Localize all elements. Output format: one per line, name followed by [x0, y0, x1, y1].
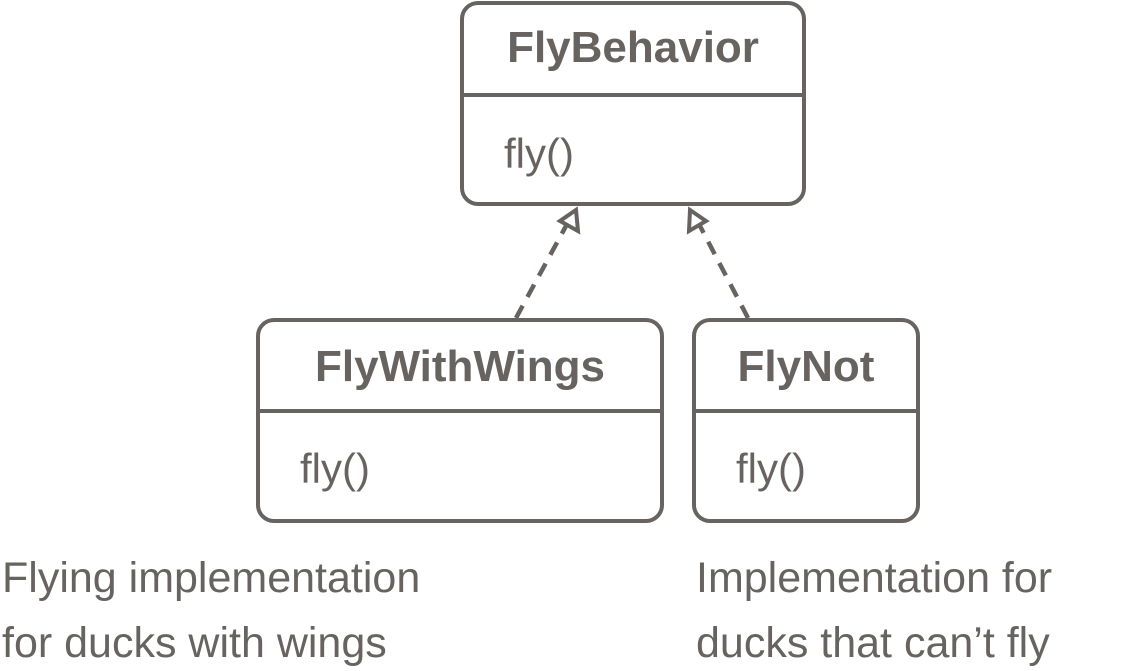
note-line: Flying implementation	[2, 554, 420, 602]
realization-arrow-flywithwings	[514, 206, 581, 320]
class-method: fly()	[504, 130, 574, 177]
note-flywithwings: Flying implementation for ducks with win…	[2, 554, 420, 667]
class-flywithwings[interactable]: FlyWithWings fly()	[256, 318, 664, 523]
note-flynot: Implementation for ducks that can’t fly	[696, 554, 1052, 667]
note-line: ducks that can’t fly	[696, 619, 1050, 667]
note-line: for ducks with wings	[2, 619, 387, 667]
class-flybehavior[interactable]: FlyBehavior fly()	[460, 1, 806, 206]
realization-arrow-flynot	[686, 206, 750, 320]
class-name: FlyWithWings	[315, 342, 605, 391]
class-flynot[interactable]: FlyNot fly()	[692, 318, 920, 523]
class-method: fly()	[736, 445, 806, 492]
class-name: FlyNot	[738, 342, 875, 391]
note-line: Implementation for	[696, 554, 1052, 602]
class-name: FlyBehavior	[507, 23, 759, 72]
class-method: fly()	[300, 445, 370, 492]
